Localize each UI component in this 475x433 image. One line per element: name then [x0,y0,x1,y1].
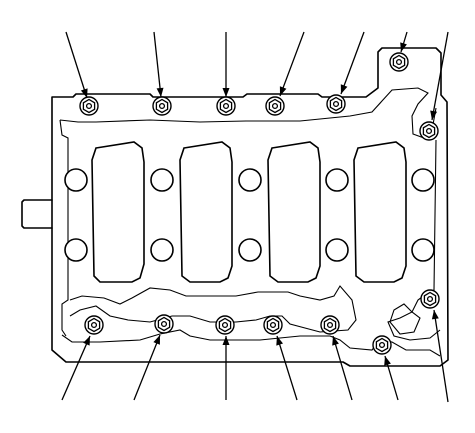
bolt-center [90,321,98,329]
leader-arrow-top-1 [80,88,88,98]
leader-arrow-top-6 [400,42,407,52]
leader-line-bottom-4 [276,335,298,401]
bolt-bottom-4 [263,315,283,335]
bore-upper-3 [238,168,262,192]
bearing-window-2 [179,141,233,283]
bolt-center [425,127,433,135]
housing-outline [51,47,449,367]
bolt-center [222,102,230,110]
leader-arrow-bottom-1 [83,336,90,346]
leader-line-bottom-1 [61,335,91,401]
bolt-top-3 [216,96,236,116]
bolt-bottom-6 [372,335,392,355]
leader-arrow-bottom-4 [276,336,283,346]
bore-upper-5 [411,168,435,192]
inner-flange-bottom [61,329,441,357]
bolt-bottom-2 [154,314,174,334]
leader-arrow-bottom-6 [384,356,391,366]
leader-arrow-right-2 [431,310,439,320]
lower-rib [69,285,357,333]
bore-upper-4 [325,168,349,192]
bore-lower-5 [411,238,435,262]
bolt-top-2 [152,96,172,116]
inner-pocket-right [389,303,421,335]
bore-lower-4 [325,238,349,262]
bore-lower-1 [64,238,88,262]
bolt-center [395,58,403,66]
bore-upper-1 [64,168,88,192]
leader-line-right-2 [433,309,449,403]
leader-arrow-bottom-2 [153,335,160,345]
bore-lower-3 [238,238,262,262]
leader-line-top-1 [65,31,88,99]
bolt-bottom-3 [215,315,235,335]
bolt-bottom-1 [84,315,104,335]
bolt-center [326,321,334,329]
bolt-center [332,100,340,108]
bolt-bottom-5 [320,315,340,335]
inner-flange-left [59,119,69,337]
shaft-stub [21,199,53,229]
leader-arrow-top-4 [279,86,287,96]
leader-line-top-5 [340,31,365,95]
bolt-center [158,102,166,110]
bore-upper-2 [150,168,174,192]
bolt-center [221,321,229,329]
bolt-center [269,321,277,329]
bolt-center [271,102,279,110]
bore-lower-2 [150,238,174,262]
bolt-top-5 [326,94,346,114]
bolt-right-2 [420,289,440,309]
inner-flange-top [59,87,437,139]
leader-line-bottom-2 [133,334,161,401]
bolt-center [85,102,93,110]
leader-arrow-right-1 [430,110,438,120]
leader-arrow-bottom-5 [332,336,339,346]
bolt-right-1 [419,121,439,141]
bolt-center [426,295,434,303]
leader-line-top-4 [279,31,305,97]
leader-arrow-bottom-3 [222,336,230,345]
bolt-center [378,341,386,349]
leader-line-right-1 [431,31,449,121]
bolt-top-4 [265,96,285,116]
bolt-center [160,320,168,328]
leader-layer [61,31,449,403]
leader-line-top-2 [153,31,162,98]
bearing-window-1 [91,141,145,283]
leader-line-bottom-5 [332,335,353,401]
leader-arrow-top-2 [156,87,164,97]
bearing-window-3 [267,141,321,283]
bearing-window-4 [353,141,407,283]
bolt-top-6 [389,52,409,72]
leader-arrow-top-5 [340,84,348,94]
leader-arrow-top-3 [222,88,230,97]
bolt-top-1 [79,96,99,116]
